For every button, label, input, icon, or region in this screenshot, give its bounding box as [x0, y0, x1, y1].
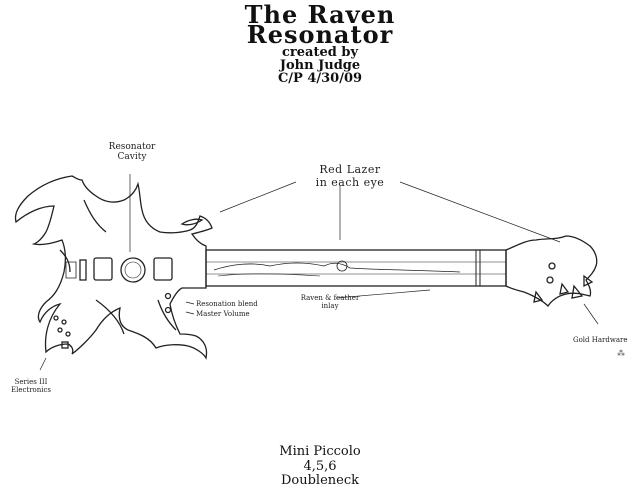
resonator-label-line2: Cavity — [117, 152, 147, 162]
gold-hardware-label: Gold Hardware — [573, 336, 628, 344]
inlay-label-line1: Raven & feather — [300, 294, 360, 302]
credit-created-by: created by — [282, 45, 358, 60]
series-label-line1: Series III — [14, 378, 48, 386]
resonation-blend-label: Resonation blend — [196, 300, 258, 308]
guitar-body-outline — [14, 175, 213, 360]
lazer-label-line1: Red Lazer — [319, 163, 381, 176]
resonator-cavity-label: Resonator Cavity — [100, 142, 164, 162]
credit-author: John Judge — [279, 58, 361, 73]
pickup-right — [153, 257, 173, 281]
series-electronics-label: Series III Electronics — [6, 378, 56, 394]
lazer-label: Red Lazer in each eye — [290, 163, 410, 189]
inlay-label: Raven & feather inlay — [300, 294, 360, 310]
credit-copyright: C/P 4/30/09 — [277, 71, 363, 86]
title-line1: The Raven — [244, 0, 396, 29]
resonator-cavity — [120, 257, 146, 283]
raven-inlay — [213, 262, 461, 273]
master-volume-label: Master Volume — [196, 310, 250, 318]
footer-model: Mini Piccolo — [279, 444, 361, 459]
inlay-label-line2: inlay — [321, 302, 339, 310]
resonator-label-line1: Resonator — [108, 142, 156, 152]
pickup-left — [93, 257, 113, 281]
lazer-label-line2: in each eye — [315, 176, 385, 189]
footer-type: Doubleneck — [280, 473, 360, 488]
svg-text:⁂: ⁂ — [617, 348, 625, 358]
series-label-line2: Electronics — [10, 386, 52, 394]
headstock-outline — [505, 235, 598, 308]
title-line2: Resonator — [246, 20, 394, 49]
footer-strings: 4,5,6 — [303, 459, 337, 474]
